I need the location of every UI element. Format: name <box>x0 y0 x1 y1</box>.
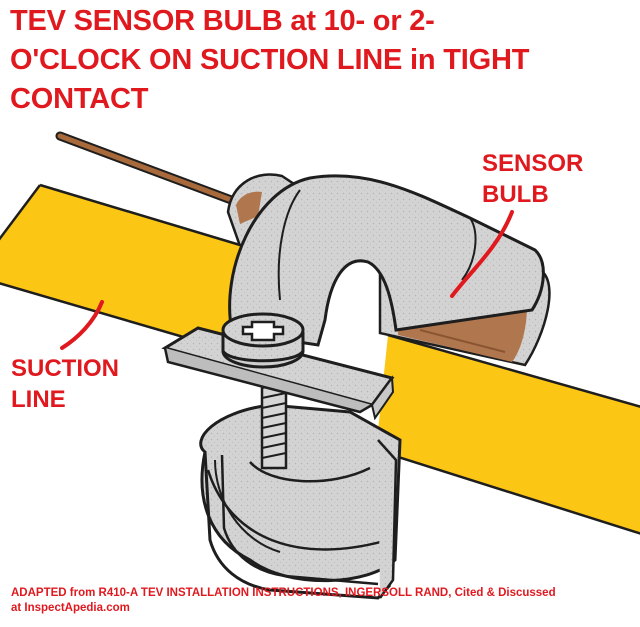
clamp-lower <box>199 403 402 583</box>
suction-line-label-line-1: SUCTION <box>11 355 119 382</box>
capillary-tube <box>55 131 247 209</box>
title-line-1: TEV SENSOR BULB at 10- or 2- <box>10 5 435 37</box>
sensor-bulb-label-line-2: BULB <box>482 181 549 208</box>
suction-line-label: SUCTION LINE <box>11 353 119 415</box>
sensor-bulb-label-line-1: SENSOR <box>482 150 584 177</box>
suction-line-right <box>375 333 640 535</box>
pointer-sensor-bulb <box>450 210 514 298</box>
title-line-3: CONTACT <box>10 83 149 115</box>
source-credit: ADAPTED from R410-A TEV INSTALLATION INS… <box>11 586 636 616</box>
source-credit-line-2: at InspectApedia.com <box>11 602 130 614</box>
screw-head <box>221 312 305 369</box>
source-credit-line-1: ADAPTED from R410-A TEV INSTALLATION INS… <box>11 587 556 599</box>
suction-line-label-line-2: LINE <box>11 386 66 413</box>
diagram-title: TEV SENSOR BULB at 10- or 2- O'CLOCK ON … <box>10 2 635 119</box>
pointer-suction-line <box>60 300 104 350</box>
clamp-rails <box>203 439 398 600</box>
suction-line-left <box>0 183 251 352</box>
clamp-strap <box>228 174 545 347</box>
sensor-bulb-label: SENSOR BULB <box>482 148 583 210</box>
title-line-2: O'CLOCK ON SUCTION LINE in TIGHT <box>10 44 530 76</box>
